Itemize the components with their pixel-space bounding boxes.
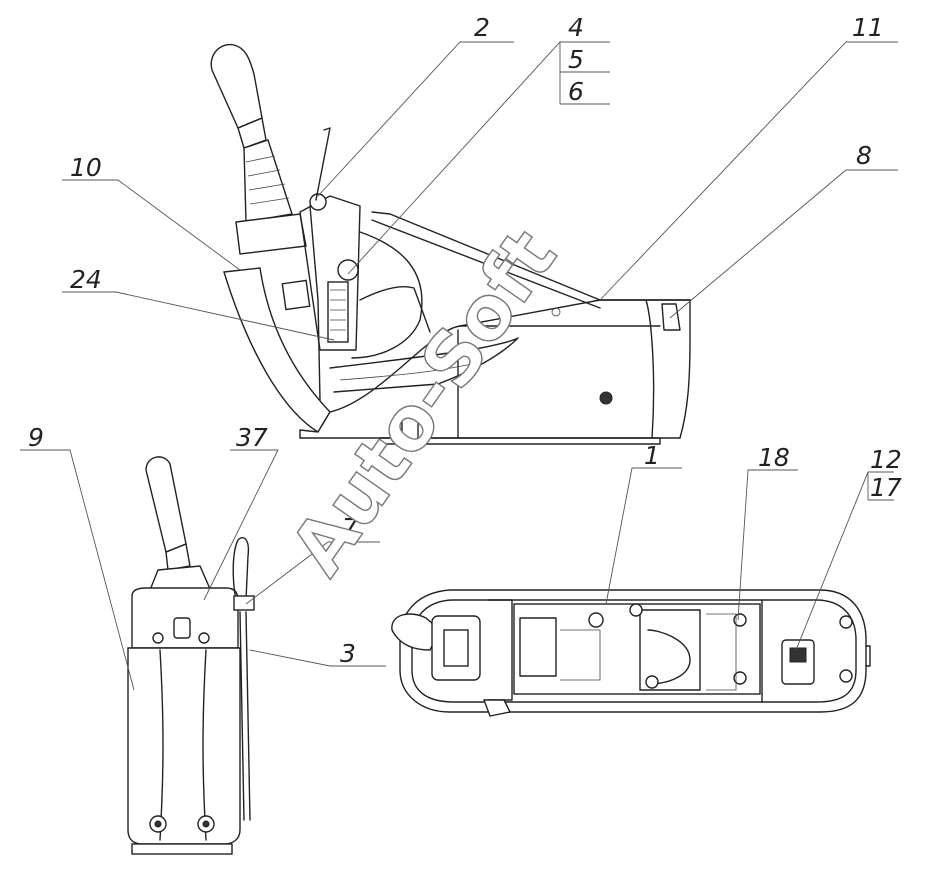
callout-24: 24 — [70, 265, 102, 294]
callout-4: 4 — [568, 13, 584, 42]
callout-6: 6 — [568, 77, 584, 106]
callout-37: 37 — [236, 423, 268, 452]
callout-3: 3 — [340, 639, 356, 668]
front-view-drawing — [127, 456, 255, 855]
callout-8: 8 — [856, 141, 872, 170]
top-view-drawing — [391, 589, 871, 717]
side-view-drawing — [210, 43, 691, 445]
callout-12: 12 — [870, 445, 902, 474]
callout-17: 17 — [870, 473, 902, 502]
callout-2: 2 — [474, 13, 490, 42]
callout-11: 11 — [852, 13, 884, 42]
callout-7: 7 — [342, 513, 358, 542]
callout-1: 1 — [644, 441, 660, 470]
callout-10: 10 — [70, 153, 102, 182]
callout-9: 9 — [28, 423, 44, 452]
leader-lines — [20, 41, 898, 691]
callout-18: 18 — [758, 443, 790, 472]
callout-labels: 2 4 5 6 11 10 8 24 9 37 7 1 18 12 17 3 — [28, 13, 902, 668]
callout-5: 5 — [568, 45, 584, 74]
